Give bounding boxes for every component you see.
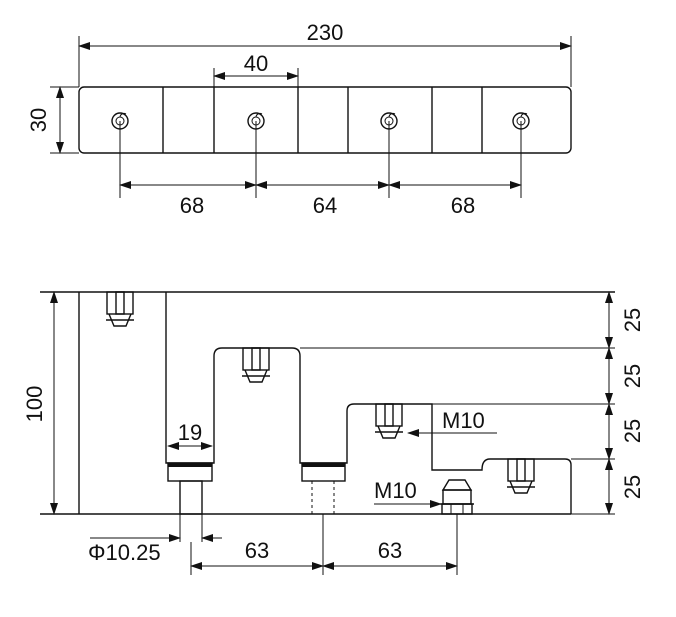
busbar-top-outline bbox=[78, 86, 572, 154]
dim-label-19: 19 bbox=[178, 420, 202, 445]
dim-label-step-4: 25 bbox=[620, 475, 645, 499]
dim-label-64: 64 bbox=[313, 193, 337, 218]
pin-terminal-left bbox=[167, 462, 213, 542]
dim-label-40: 40 bbox=[244, 51, 268, 76]
dim-label-step-3: 25 bbox=[620, 419, 645, 443]
dim-hole-spacing: 68 64 68 bbox=[119, 121, 522, 218]
dim-label-68-left: 68 bbox=[180, 193, 204, 218]
dim-label-63-right: 63 bbox=[378, 538, 402, 563]
bolt-callout-lower: M10 bbox=[374, 478, 442, 508]
dim-label-100: 100 bbox=[22, 386, 47, 423]
dim-terminal-width: 19 bbox=[167, 420, 213, 450]
terminal-icon bbox=[375, 403, 403, 439]
dim-label-step-1: 25 bbox=[620, 308, 645, 332]
dim-steps: 25 25 25 25 bbox=[605, 291, 645, 515]
terminal-icon bbox=[242, 347, 270, 383]
dim-tab-width: 40 bbox=[213, 51, 299, 87]
bolt-label-m10-upper: M10 bbox=[442, 408, 485, 433]
busbar-profile bbox=[165, 292, 572, 514]
dim-label-230: 230 bbox=[307, 20, 344, 45]
dim-label-68-right: 68 bbox=[451, 193, 475, 218]
terminal-icon bbox=[106, 291, 134, 327]
bolt-callout-upper: M10 bbox=[407, 408, 497, 437]
front-view: 100 25 25 25 25 19 M10 M10 bbox=[22, 291, 645, 575]
dim-height: 100 bbox=[22, 291, 58, 515]
pin-terminal-middle bbox=[301, 462, 346, 575]
dim-label-63-left: 63 bbox=[245, 538, 269, 563]
dim-width: 30 bbox=[26, 86, 79, 154]
dim-label-30: 30 bbox=[26, 108, 51, 132]
dim-pin-diameter: Φ10.25 bbox=[88, 534, 222, 565]
dim-pitch: 63 63 bbox=[190, 538, 458, 575]
terminal-icon bbox=[507, 458, 535, 494]
dim-label-step-2: 25 bbox=[620, 364, 645, 388]
dim-label-pin-diameter: Φ10.25 bbox=[88, 540, 161, 565]
top-view-separators bbox=[162, 87, 483, 153]
bolt-icon bbox=[440, 479, 474, 515]
top-view: 230 40 30 68 64 68 bbox=[26, 20, 572, 218]
dim-overall-length: 230 bbox=[78, 20, 572, 87]
bolt-label-m10-lower: M10 bbox=[374, 478, 417, 503]
